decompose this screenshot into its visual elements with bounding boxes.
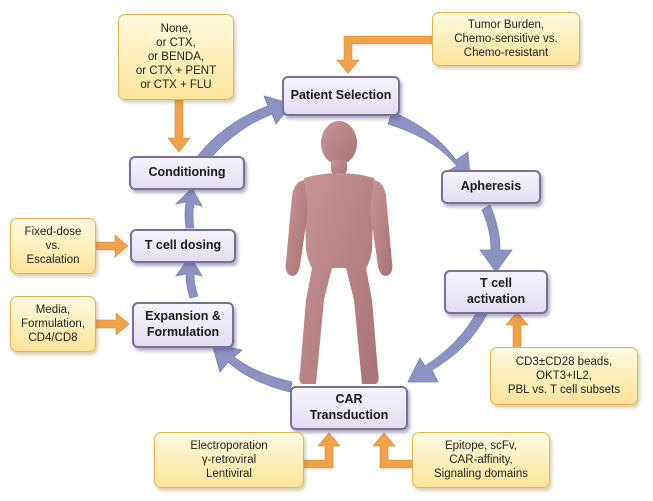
step-patient-selection: Patient Selection xyxy=(282,76,400,116)
step-car-transduction: CAR Transduction xyxy=(290,386,408,430)
note-conditioning-options: None, or CTX, or BENDA, or CTX + PENT or… xyxy=(118,14,234,100)
input-arrow-transduction-vector xyxy=(303,432,341,469)
note-vector-options: Electroporation γ-retroviral Lentiviral xyxy=(154,432,304,488)
cycle-arrow-expansion-to-dosing xyxy=(175,255,203,299)
step-apheresis: Apheresis xyxy=(441,170,541,204)
step-t-cell-activation: T cell activation xyxy=(444,270,548,314)
note-dosing-options: Fixed-dose vs. Escalation xyxy=(10,218,96,274)
cycle-arrow-dosing-to-conditioning xyxy=(174,187,203,229)
note-expansion-options: Media, Formulation, CD4/CD8 xyxy=(10,296,96,352)
cycle-arrows xyxy=(174,95,513,393)
human-figure-icon xyxy=(285,121,393,384)
step-expansion-formulation: Expansion & Formulation xyxy=(132,302,234,348)
cycle-arrow-activation-to-transduction xyxy=(407,309,489,383)
input-arrow-transduction-design xyxy=(372,432,413,469)
input-arrow-dosing xyxy=(94,234,129,258)
note-activation-options: CD3±CD28 beads, OKT3+IL2, PBL vs. T cell… xyxy=(490,347,638,405)
input-arrow-activation xyxy=(505,311,529,349)
input-arrow-conditioning xyxy=(167,99,191,153)
cycle-arrow-apheresis-to-activation xyxy=(479,204,513,273)
note-car-design-options: Epitope, scFv, CAR-affinity, Signaling d… xyxy=(412,432,550,488)
input-arrow-selection xyxy=(336,35,433,74)
input-arrow-expansion xyxy=(94,312,130,336)
step-conditioning: Conditioning xyxy=(129,156,245,190)
note-selection-criteria: Tumor Burden, Chemo-sensitive vs. Chemo-… xyxy=(432,12,580,66)
input-arrows xyxy=(94,35,529,469)
step-t-cell-dosing: T cell dosing xyxy=(130,229,236,263)
